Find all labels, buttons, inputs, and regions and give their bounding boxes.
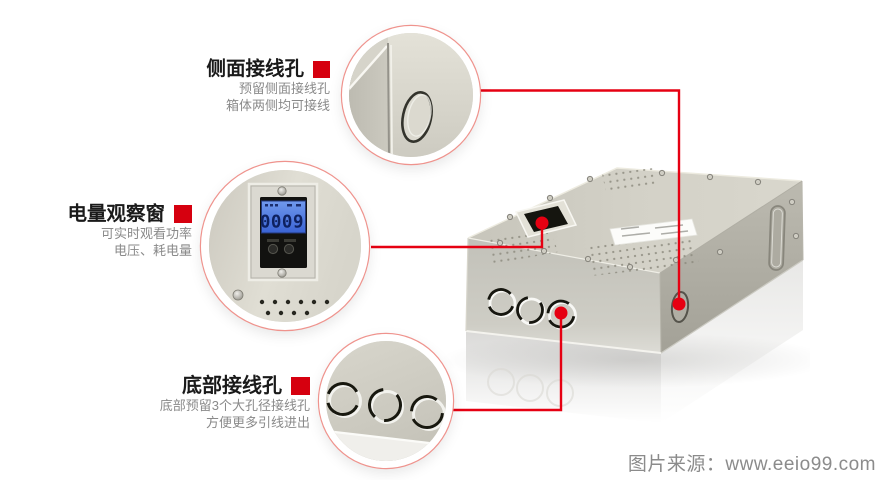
meter-lcd: 0009 <box>260 200 306 234</box>
meter-buttons <box>267 239 296 255</box>
callout-meter-desc-2: 电压、耗电量 <box>113 243 192 258</box>
side-hole-zoom-circle <box>342 26 480 164</box>
callout-meter-desc-1: 可实时观看功率 <box>100 226 192 241</box>
panel-vent-dots <box>259 299 330 316</box>
callout-side-label: 侧面接线孔 预留侧面接线孔 箱体两侧均可接线 <box>206 58 330 114</box>
image-source-text: 图片来源：www.eeio99.com <box>627 454 876 475</box>
power-meter-zoom-circle: 0009 <box>201 162 369 330</box>
callout-bottom-desc-1: 底部预留3个大孔径接线孔 <box>159 398 310 413</box>
callout-meter-title: 电量观察窗 <box>67 203 165 225</box>
meter-screws <box>232 186 287 301</box>
power-meter-zoom-art: 0009 <box>209 170 361 322</box>
callout-side-desc-2: 箱体两侧均可接线 <box>225 98 330 113</box>
side-handle-cutout <box>768 205 786 271</box>
callout-side-title: 侧面接线孔 <box>206 58 304 80</box>
product-box-photo <box>440 167 810 423</box>
callout-bottom-title: 底部接线孔 <box>182 375 282 397</box>
callout-bottom-label: 底部接线孔 底部预留3个大孔径接线孔 方便更多引线进出 <box>160 375 310 431</box>
callout-side-desc-1: 预留侧面接线孔 <box>238 81 330 96</box>
bottom-holes-zoom-circle <box>319 334 453 468</box>
bottom-holes-zoom-art <box>326 341 446 461</box>
side-hole-zoom-art <box>349 33 473 157</box>
red-square-marker <box>313 60 330 78</box>
callout-meter-label: 电量观察窗 可实时观看功率 电压、耗电量 <box>67 203 192 259</box>
box-side-face <box>660 181 803 353</box>
lcd-value: 0009 <box>260 213 304 233</box>
bottom-knockout-rings-zoom <box>326 382 446 431</box>
callout-bottom-desc-2: 方便更多引线进出 <box>205 415 310 430</box>
red-square-marker <box>174 205 192 223</box>
side-wiring-hole-oval <box>401 91 433 143</box>
red-square-marker <box>291 377 310 395</box>
